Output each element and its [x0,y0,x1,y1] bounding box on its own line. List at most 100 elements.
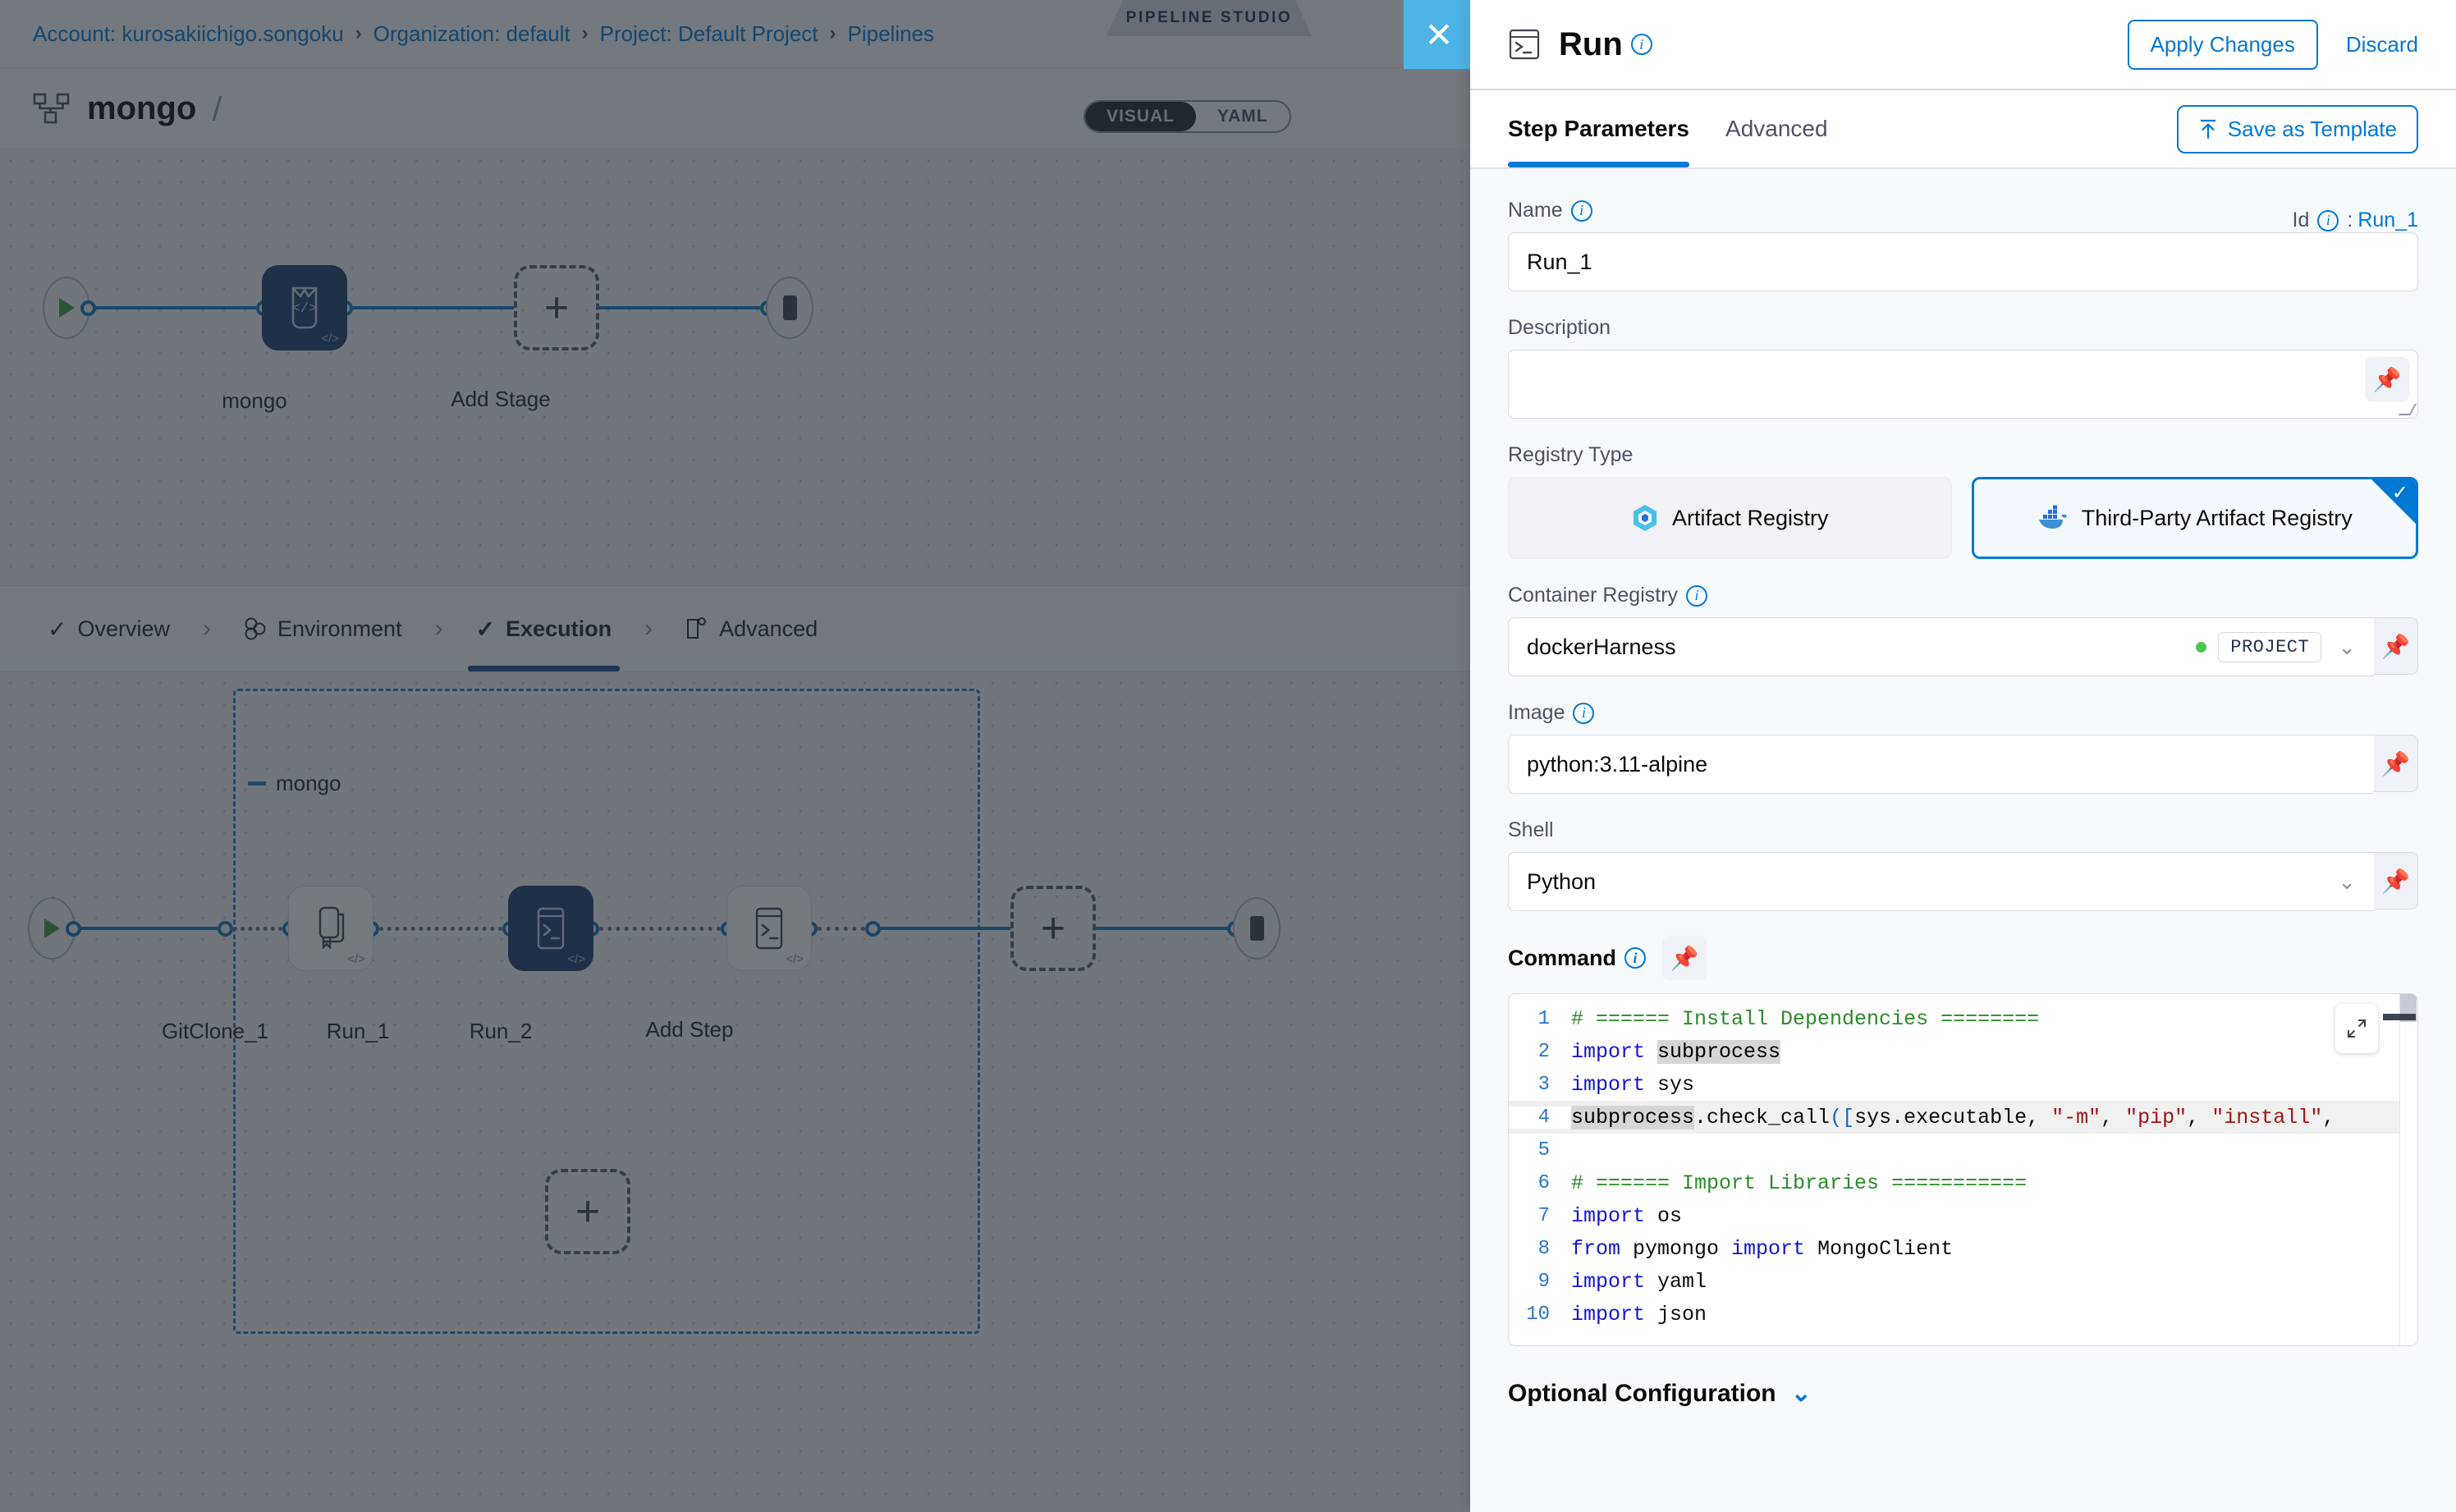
panel-header: Run i Apply Changes Discard [1470,0,2456,90]
port [66,921,81,937]
port [218,921,233,937]
breadcrumb-item-organization[interactable]: Organization: default [373,21,570,47]
pin-icon[interactable]: 📌 [1662,936,1707,980]
tab-advanced[interactable]: Advanced [677,586,826,671]
name-label-row: Name i [1508,199,1592,222]
stage-node-label: mongo [148,388,361,414]
name-input[interactable]: Run_1 [1508,232,2418,291]
infrastructure-icon [244,616,267,641]
tab-label: Environment [277,616,402,642]
code-line: 2import subprocess [1509,1035,2417,1068]
line-number: 3 [1509,1074,1571,1096]
stage-group-label[interactable]: mongo [248,771,341,796]
description-textarea[interactable]: 📌 [1508,350,2418,419]
tab-step-parameters[interactable]: Step Parameters [1508,90,1689,167]
tab-separator: › [644,615,653,643]
add-stage-button[interactable]: + [514,265,599,351]
name-label: Name [1508,199,1563,222]
chevron-down-icon[interactable]: ⌄ [2338,869,2356,895]
pipeline-end-node [766,277,813,339]
id-value[interactable]: Run_1 [2357,208,2418,232]
panel-title: Run [1559,26,1623,63]
shell-group: Shell Python ⌄ 📌 [1508,818,2418,911]
pin-icon[interactable]: 📌 [2374,617,2418,675]
description-field-group: Description 📌 [1508,316,2418,419]
resize-handle-icon[interactable] [2399,404,2417,415]
container-registry-label: Container Registry [1508,584,1678,607]
command-code-editor[interactable]: 1# ====== Install Dependencies ========2… [1508,993,2418,1346]
code-text: import json [1571,1303,1707,1326]
connector-dotted [233,927,282,931]
code-tag-icon: </> [567,952,585,966]
check-icon: ✓ [2392,481,2408,505]
add-step-button[interactable]: + [1010,886,1096,971]
code-tag-icon: </> [321,332,339,346]
code-line: 5 [1509,1134,2417,1166]
line-number: 2 [1509,1041,1571,1063]
pencil-icon[interactable] [213,96,238,121]
info-icon[interactable]: i [1571,200,1592,222]
discard-button[interactable]: Discard [2346,32,2418,57]
page-title: mongo [87,90,196,127]
line-number: 1 [1509,1008,1571,1030]
pipeline-canvas: Account: kurosakiichigo.songoku › Organi… [0,0,1470,1512]
tab-advanced[interactable]: Advanced [1725,90,1828,167]
tab-yaml[interactable]: YAML [1196,102,1290,131]
tab-environment[interactable]: Environment [236,586,410,671]
code-text: import sys [1571,1073,1694,1097]
container-registry-input[interactable]: dockerHarness PROJECT ⌄ [1508,617,2374,676]
breadcrumb-separator: › [355,22,362,45]
add-parallel-step-button[interactable]: + [545,1169,630,1254]
line-number: 9 [1509,1271,1571,1293]
optional-configuration-toggle[interactable]: Optional Configuration ⌄ [1508,1379,2418,1408]
pin-icon[interactable]: 📌 [2374,852,2418,909]
line-number: 6 [1509,1172,1571,1194]
chevron-down-icon[interactable]: ⌄ [2338,635,2356,660]
step-label-run-2: Run_2 [394,1019,607,1044]
container-registry-value: dockerHarness [1527,635,1676,660]
code-line: 1# ====== Install Dependencies ======== [1509,1002,2417,1035]
expand-icon[interactable] [2335,1004,2378,1053]
registry-option-artifact-registry[interactable]: Artifact Registry [1508,477,1952,559]
info-icon[interactable]: i [1631,34,1652,55]
breadcrumb-item-pipelines[interactable]: Pipelines [848,21,935,47]
breadcrumb-item-project[interactable]: Project: Default Project [600,21,818,47]
tab-overview[interactable]: ✓ Overview [39,586,178,671]
code-text: import yaml [1571,1270,1707,1294]
step-node-run-2[interactable]: </> [726,886,812,971]
info-icon[interactable]: i [1686,585,1707,607]
pin-icon[interactable]: 📌 [2365,357,2409,401]
connector-dotted [818,927,865,931]
step-node-run-1[interactable]: </> [508,886,593,971]
shell-select[interactable]: Python ⌄ [1508,852,2374,911]
code-tag-icon: </> [347,952,365,966]
view-mode-toggle[interactable]: VISUAL YAML [1084,100,1291,133]
line-number: 10 [1509,1304,1571,1326]
close-panel-button[interactable]: ✕ [1404,0,1474,69]
editor-vertical-scrollbar[interactable] [2399,994,2417,1345]
collapse-icon[interactable] [248,781,266,786]
code-line: 6# ====== Import Libraries =========== [1509,1166,2417,1199]
execution-graph: mongo </> [0,672,1470,1512]
apply-changes-button[interactable]: Apply Changes [2128,20,2318,70]
panel-body: Name i Id i : Run_1 Run_1 Description 📌 [1470,169,2456,1512]
tab-visual[interactable]: VISUAL [1085,102,1196,131]
plus-icon: + [575,1187,600,1236]
scope-badge: PROJECT [2218,632,2321,662]
pipeline-studio-badge: PIPELINE STUDIO [1107,0,1312,36]
advanced-icon [685,616,708,641]
step-node-gitclone-1[interactable]: </> [288,886,373,971]
image-input[interactable]: python:3.11-alpine [1508,735,2374,794]
registry-option-third-party-artifact-registry[interactable]: Third-Party Artifact Registry ✓ [1972,477,2419,559]
save-as-template-button[interactable]: Save as Template [2177,105,2418,153]
description-label: Description [1508,316,2418,340]
stage-node-mongo[interactable]: </> </> [262,265,347,351]
info-icon[interactable]: i [1573,703,1594,724]
pin-icon[interactable]: 📌 [2374,735,2418,792]
upload-icon [2198,118,2218,140]
info-icon[interactable]: i [2317,210,2339,231]
breadcrumb-separator: › [582,22,589,45]
tab-execution[interactable]: ✓ Execution [468,586,621,671]
info-icon[interactable]: i [1624,947,1646,969]
breadcrumb-item-account[interactable]: Account: kurosakiichigo.songoku [33,21,344,47]
